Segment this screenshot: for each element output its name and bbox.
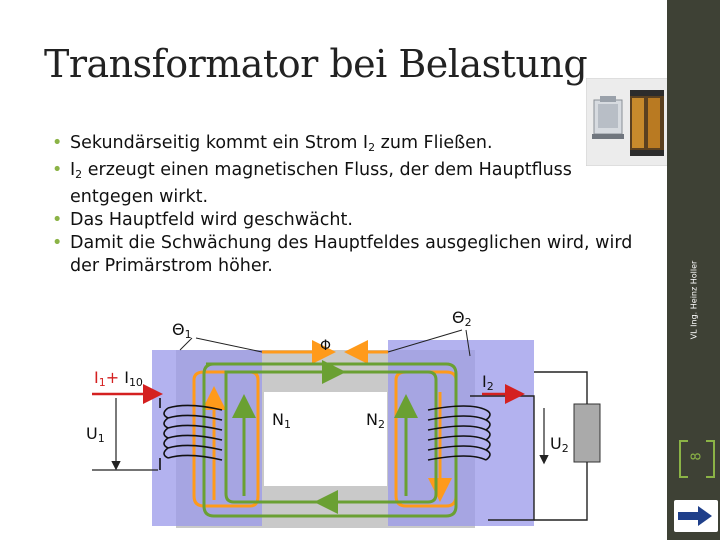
bracket-left xyxy=(679,440,688,478)
main-flux-lines xyxy=(202,360,458,518)
bullet-list: Sekundärseitig kommt ein Strom I2 zum Fl… xyxy=(52,132,652,278)
page-number-badge: 8 xyxy=(679,440,715,478)
author-credit: VL Ing. Heinz Holler xyxy=(689,260,699,340)
theta2-label: Θ2 xyxy=(452,308,472,329)
diagram-drawing xyxy=(92,329,601,528)
slide-title: Transformator bei Belastung xyxy=(44,42,588,86)
n1-label: N1 xyxy=(272,410,291,431)
theta2-pointer-2 xyxy=(465,329,471,357)
u1-label: U1 xyxy=(86,424,105,445)
bullet-item: Damit die Schwächung des Hauptfeldes aus… xyxy=(52,232,652,278)
bullet-item: Sekundärseitig kommt ein Strom I2 zum Fl… xyxy=(52,132,652,159)
load-wire xyxy=(534,371,588,521)
u2-label: U2 xyxy=(550,434,569,455)
bullet-item: Das Hauptfeld wird geschwächt. xyxy=(52,209,652,232)
secondary-wire xyxy=(470,395,535,521)
theta1-pointer xyxy=(195,337,263,353)
bullet-item: I2 erzeugt einen magnetischen Fluss, der… xyxy=(52,159,652,209)
secondary-current-label: I2 xyxy=(482,372,494,393)
primary-current-label: I1+ I10 xyxy=(94,368,143,389)
theta1-label: Θ1 xyxy=(172,320,192,341)
next-slide-button[interactable] xyxy=(674,500,718,532)
secondary-coil xyxy=(427,405,491,461)
next-arrow-icon xyxy=(678,506,712,526)
theta1-pointer-2 xyxy=(179,337,193,351)
theta2-pointer xyxy=(387,329,463,353)
sidebar xyxy=(667,0,720,540)
page-number: 8 xyxy=(689,452,705,461)
primary-field-lines xyxy=(192,340,336,508)
transformer-diagram: Θ1 Θ2 Φ I1+ I10 I2 U1 U2 N1 N2 xyxy=(0,300,667,540)
bracket-right xyxy=(706,440,715,478)
phi-label: Φ xyxy=(320,338,332,354)
secondary-field-zone xyxy=(388,340,534,526)
slide: Transformator bei Belastung Sekundärseit… xyxy=(0,0,667,540)
load-resistor xyxy=(573,403,601,463)
n2-label: N2 xyxy=(366,410,385,431)
